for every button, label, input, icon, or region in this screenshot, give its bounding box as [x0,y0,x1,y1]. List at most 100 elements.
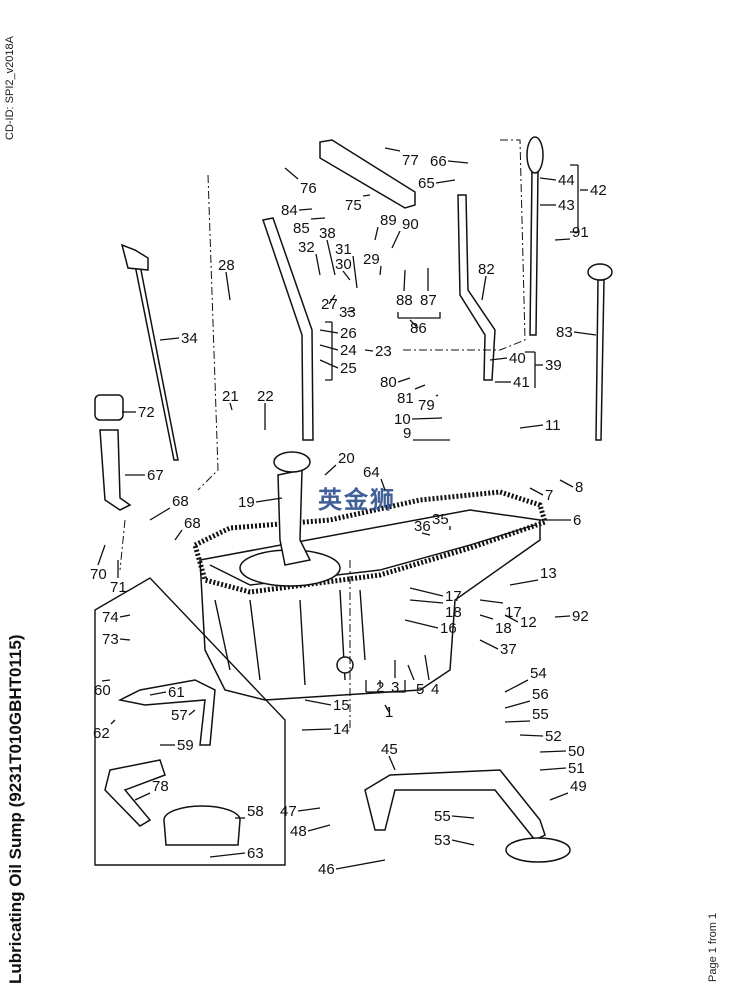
leader-line-74 [119,614,131,618]
callout-25: 25 [340,360,357,377]
callout-52: 52 [545,728,562,745]
callout-55a: 55 [532,706,549,723]
callout-85: 85 [293,220,310,237]
callout-31: 31 [335,241,352,258]
watermark: 英金狮 [318,486,396,514]
callout-6: 6 [573,512,581,529]
callout-74: 74 [102,609,119,626]
callout-24: 24 [340,342,357,359]
callout-8: 8 [575,479,583,496]
leader-line-80 [397,377,411,383]
leader-line-92 [554,615,571,618]
leader-line-86 [409,319,419,329]
leader-line-17a [409,587,444,597]
callout-18a: 18 [445,604,462,621]
pipe-67 [99,429,132,511]
leader-line-56 [504,700,531,709]
leader-line-8 [559,479,574,488]
leader-line-7 [529,487,544,496]
leader-line-19 [255,497,283,503]
callout-87: 87 [420,292,437,309]
leader-line-61 [149,691,167,696]
callout-7: 7 [545,487,553,504]
leader-line-66 [447,160,469,164]
callout-61: 61 [168,684,185,701]
callout-60: 60 [94,682,111,699]
leader-line-89 [374,226,379,241]
leader-line-46 [335,859,386,870]
leader-line-50 [539,750,567,753]
callout-62: 62 [93,725,110,742]
callout-51: 51 [568,760,585,777]
callout-2: 2 [376,679,384,696]
leader-line-14 [301,728,332,731]
callout-91: 91 [572,224,589,241]
leader-line-51 [539,767,567,771]
leader-line-34 [159,337,180,341]
callout-33: 33 [339,304,356,321]
callout-38: 38 [319,225,336,242]
leader-line-76 [284,167,299,180]
leader-line-18b [479,614,494,620]
callout-54: 54 [530,665,547,682]
callout-13: 13 [540,565,557,582]
callout-19: 19 [238,494,255,511]
leader-line-16 [404,619,439,629]
leader-line-81 [414,384,426,390]
leader-line-31 [352,255,358,289]
callout-29: 29 [363,251,380,268]
callout-63: 63 [247,845,264,862]
leader-line-12 [504,614,519,623]
group-bracket [525,351,536,388]
leader-line-20 [324,464,337,476]
callout-58: 58 [247,803,264,820]
callout-59: 59 [177,737,194,754]
callout-23: 23 [375,343,392,360]
leader-line-30 [342,270,351,281]
leader-line-63 [209,852,246,858]
leader-line-23 [364,349,374,352]
callout-77: 77 [402,152,419,169]
leader-line-29 [379,265,382,276]
callout-83: 83 [556,324,573,341]
callout-40: 40 [509,350,526,367]
leader-line-32 [315,253,321,276]
callout-70: 70 [90,566,107,583]
leader-line-57 [188,709,196,716]
callout-72: 72 [138,404,155,421]
leader-line-49 [549,792,569,801]
callout-49: 49 [570,778,587,795]
leader-line-91 [554,238,571,241]
leader-line-65 [435,179,456,184]
callout-86: 86 [410,320,427,337]
callout-92: 92 [572,608,589,625]
leader-line-26 [319,329,339,334]
inset-frame [94,577,286,866]
leader-line-82 [481,275,487,301]
callout-18b: 18 [495,620,512,637]
leader-line-15 [304,699,332,706]
leader-line-4 [424,654,430,681]
callout-84: 84 [281,202,298,219]
callout-42: 42 [590,182,607,199]
callout-14: 14 [333,721,350,738]
callout-1: 1 [385,704,393,721]
leader-line-83 [573,331,597,336]
callout-79: 79 [418,397,435,414]
leader-line-84 [298,208,313,211]
callout-55b: 55 [434,808,451,825]
leader-line-33 [346,309,356,313]
callout-43: 43 [558,197,575,214]
callout-35: 35 [432,511,449,528]
leader-line-75 [362,194,371,197]
callout-66: 66 [430,153,447,170]
callout-15: 15 [333,697,350,714]
callout-71: 71 [110,579,127,596]
leader-line-27 [328,294,336,305]
dipstick-tube [262,217,314,441]
leader-line-68b [174,529,183,541]
callout-46: 46 [318,861,335,878]
callout-11: 11 [545,417,561,434]
callout-17a: 17 [445,588,462,605]
callout-45: 45 [381,741,398,758]
